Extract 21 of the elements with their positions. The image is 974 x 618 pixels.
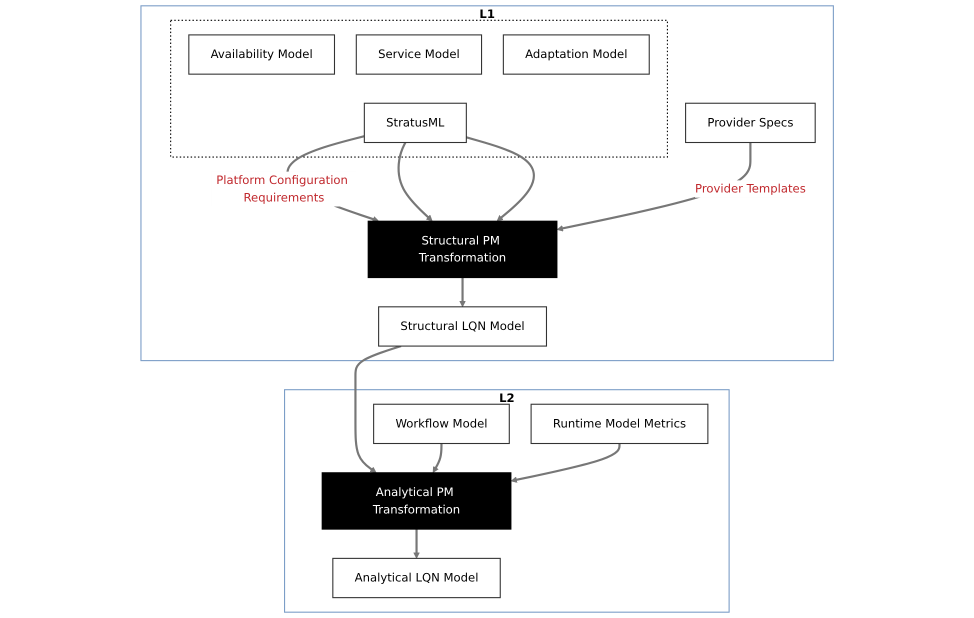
node-box: Availability Model xyxy=(188,34,335,75)
node-box: Analytical PM Transformation xyxy=(321,472,512,530)
node-box: Analytical LQN Model xyxy=(332,558,501,598)
edge-label: Platform Configuration Requirements xyxy=(216,173,348,204)
node-box: Workflow Model xyxy=(372,404,510,444)
arrow xyxy=(397,142,432,222)
arrow xyxy=(432,444,442,473)
arrow xyxy=(459,278,466,308)
node-box: Structural PM Transformation xyxy=(368,220,558,278)
node-box: Runtime Model Metrics xyxy=(530,404,708,444)
arrow xyxy=(466,136,535,222)
node-box: Service Model xyxy=(356,34,482,75)
node-box: Adaptation Model xyxy=(502,34,650,75)
arrow xyxy=(510,444,620,483)
arrow xyxy=(354,345,402,473)
cluster xyxy=(170,20,668,158)
node-box: Provider Specs xyxy=(684,102,816,144)
node-box: StratusML xyxy=(364,102,467,144)
arrow xyxy=(413,529,420,559)
edge-label: Provider Templates xyxy=(694,182,806,196)
node-box: Structural LQN Model xyxy=(378,306,547,347)
